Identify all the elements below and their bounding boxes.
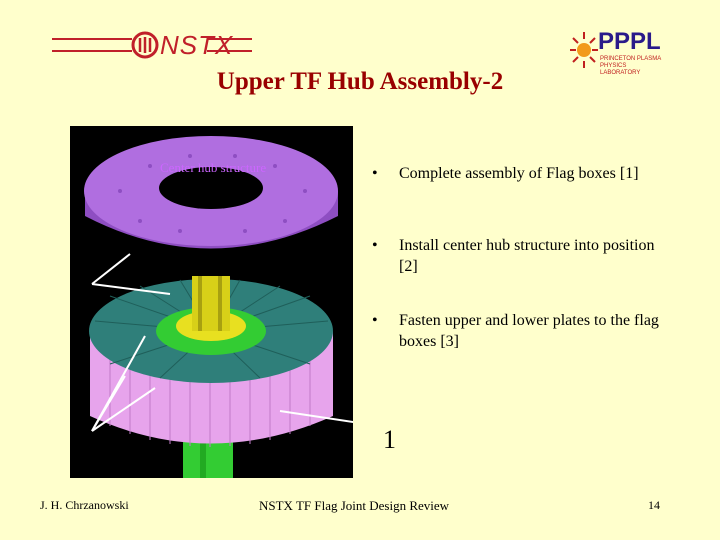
- callout-3: 3: [81, 432, 91, 454]
- nstx-logo-text: NSTX: [160, 30, 234, 60]
- callout-2: 2: [79, 275, 89, 297]
- bullet-symbol: •: [372, 312, 378, 329]
- bullet-text: Fasten upper and lower plates to the fla…: [399, 312, 659, 350]
- bullet-text: Install center hub structure into positi…: [399, 237, 655, 275]
- nstx-emblem-icon: [131, 31, 159, 59]
- pppl-sun-icon: [570, 32, 598, 68]
- footer-author: J. H. Chrzanowski: [40, 498, 129, 512]
- bullet-symbol: •: [372, 165, 378, 182]
- nstx-logo: NSTX: [52, 28, 252, 66]
- bullet-text: Complete assembly of Flag boxes [1]: [399, 165, 639, 182]
- center-hub-label: Center hub structure: [160, 160, 267, 175]
- pppl-logo: PPPL PRINCETON PLASMA PHYSICS LABORATORY: [568, 28, 668, 76]
- page-number: 14: [648, 498, 660, 512]
- bullet-symbol: •: [372, 237, 378, 254]
- pppl-logo-text: PPPL: [598, 28, 661, 55]
- callout-1: 1: [383, 425, 396, 454]
- pppl-logo-subtext: PRINCETON PLASMA PHYSICS LABORATORY: [600, 56, 661, 76]
- slide-title: Upper TF Hub Assembly-2: [216, 68, 504, 95]
- footer-event: NSTX TF Flag Joint Design Review: [259, 498, 450, 513]
- hub-assembly-render: [70, 126, 353, 478]
